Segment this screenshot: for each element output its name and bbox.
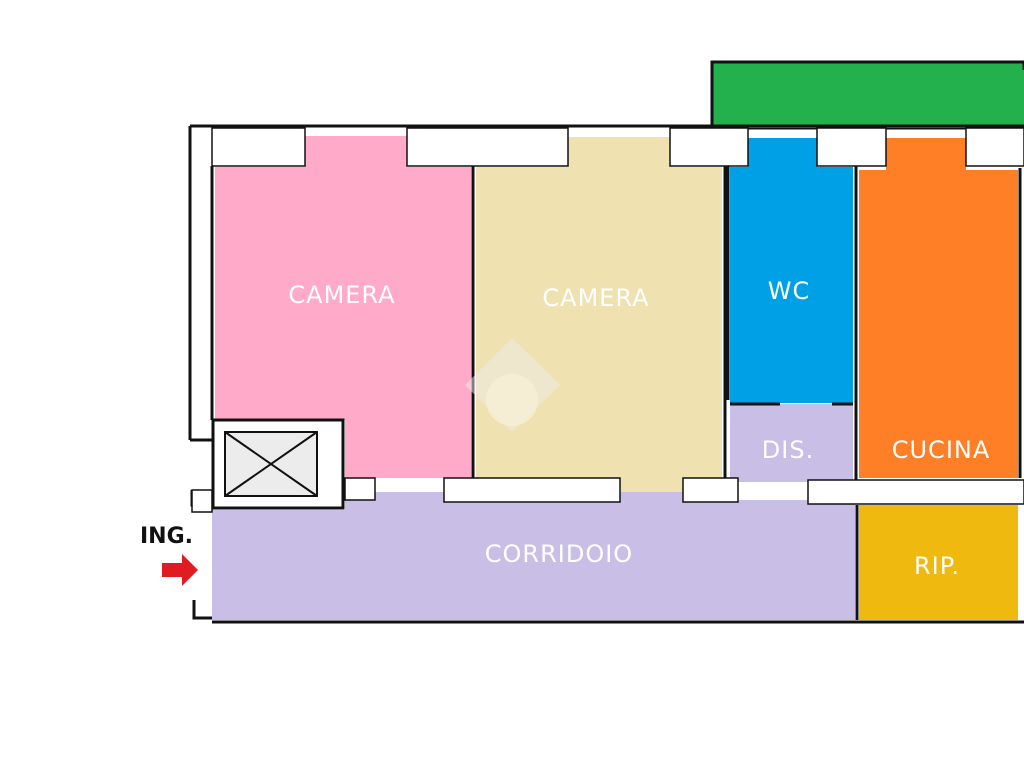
- wall: [723, 166, 730, 478]
- window: [816, 127, 887, 167]
- partition: [191, 489, 213, 513]
- room-camera-1: [215, 136, 471, 500]
- label-dis: DIS.: [762, 436, 814, 464]
- room-corridoio: [212, 492, 855, 620]
- room-dis: [730, 404, 853, 500]
- room-cucina: [859, 138, 1018, 478]
- window: [965, 127, 1024, 167]
- window: [211, 127, 306, 167]
- label-cucina: CUCINA: [892, 436, 991, 464]
- partition: [443, 477, 621, 503]
- crossed-box-icon: [211, 418, 345, 510]
- partitions: [191, 477, 1024, 513]
- label-wc: WC: [768, 277, 811, 305]
- balcony: [710, 60, 1024, 130]
- room-rip: [859, 505, 1018, 620]
- entrance-label: ING.: [140, 524, 193, 549]
- label-camera-2: CAMERA: [542, 284, 649, 312]
- room-camera-2: [476, 137, 722, 492]
- window-recesses: [211, 127, 1024, 167]
- partition: [682, 477, 739, 503]
- label-corridoio: CORRIDOIO: [485, 540, 633, 568]
- balcony-area: [720, 70, 1024, 128]
- room-wc: [730, 138, 853, 403]
- house-logo-icon: [465, 338, 560, 432]
- arrow-right-icon: [162, 554, 198, 586]
- window: [669, 127, 749, 167]
- partition: [344, 477, 376, 501]
- interior-walls: [210, 166, 1022, 620]
- outer-wall: [188, 124, 1024, 620]
- label-rip: RIP.: [914, 552, 960, 580]
- partition: [807, 479, 1024, 505]
- label-camera-1: CAMERA: [288, 281, 395, 309]
- window: [406, 127, 569, 167]
